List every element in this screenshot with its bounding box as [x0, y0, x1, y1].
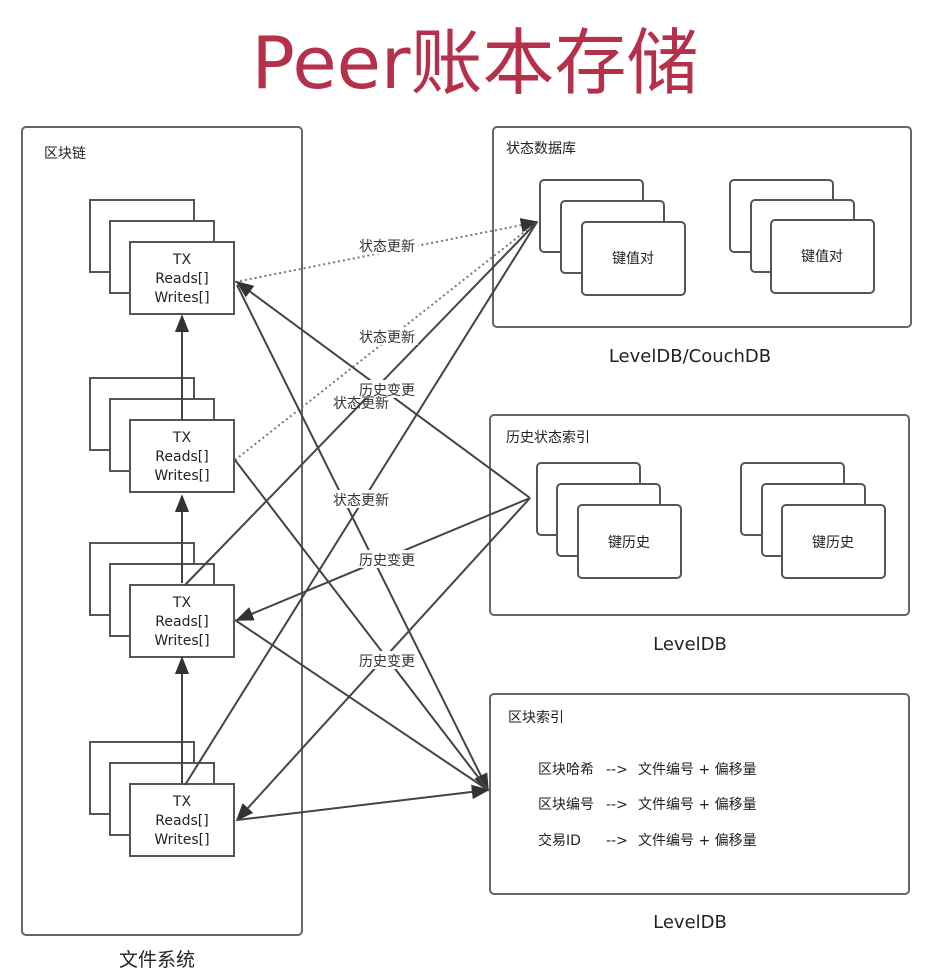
index-value: 文件编号 + 偏移量 [638, 762, 757, 778]
state-db-engine: LevelDB/CouchDB [609, 346, 771, 367]
index-row: 交易ID --> 文件编号 + 偏移量 [538, 832, 757, 849]
blockchain-label: 区块链 [44, 146, 86, 162]
index-key: 交易ID [538, 832, 581, 849]
index-key: 区块哈希 [538, 762, 594, 778]
block-stack: TX Reads[] Writes[] [89, 542, 235, 658]
block-stack: TX Reads[] Writes[] [89, 199, 235, 315]
filesystem-label: 文件系统 [119, 949, 195, 971]
index-value: 文件编号 + 偏移量 [638, 797, 757, 813]
index-key: 区块编号 [538, 797, 594, 813]
edge-labels: 状态更新 状态更新 历史变更 状态更新 状态更新 历史变更 历史变更 [330, 236, 418, 670]
index-arrow: --> [606, 762, 628, 778]
kv-label: 键值对 [612, 251, 654, 267]
index-arrow: --> [606, 833, 628, 849]
edge-label-history-change: 历史变更 [359, 654, 415, 670]
block-stack: TX Reads[] Writes[] [89, 741, 235, 857]
tx-box [129, 241, 235, 315]
key-history-label: 键历史 [812, 535, 854, 551]
edge-state-update [234, 221, 538, 461]
index-value: 文件编号 + 偏移量 [638, 833, 757, 849]
kv-stack: 键值对 [729, 179, 875, 294]
kv-stack: 键值对 [539, 179, 686, 296]
tx-line: TX [172, 595, 192, 611]
index-arrow: --> [606, 797, 628, 813]
block-index-engine: LevelDB [653, 912, 727, 933]
edge-block-index [234, 459, 489, 791]
tx-line: TX [172, 430, 192, 446]
edge-block-index [236, 784, 490, 821]
tx-line: Writes[] [154, 468, 209, 484]
tx-box [129, 783, 235, 857]
tx-line: Writes[] [154, 290, 209, 306]
key-history-label: 键历史 [608, 535, 650, 551]
edge-label-history-change: 历史变更 [359, 383, 415, 399]
edge-label-state-update: 状态更新 [359, 330, 415, 346]
index-row: 区块编号 --> 文件编号 + 偏移量 [538, 797, 757, 813]
tx-line: TX [172, 794, 192, 810]
index-row: 区块哈希 --> 文件编号 + 偏移量 [538, 762, 757, 778]
history-index-label: 历史状态索引 [506, 429, 590, 446]
key-history-stack: 键历史 [740, 462, 886, 579]
block-index-panel [489, 693, 910, 895]
edge-state-update [184, 221, 538, 586]
tx-line: Writes[] [154, 832, 209, 848]
history-index-engine: LevelDB [653, 634, 727, 655]
kv-label: 键值对 [801, 249, 843, 265]
tx-line: Reads[] [155, 449, 208, 465]
block-stack: TX Reads[] Writes[] [89, 377, 235, 493]
key-history-stack: 键历史 [536, 462, 682, 579]
blockchain-panel [21, 126, 303, 936]
tx-line: Reads[] [155, 614, 208, 630]
edge-label-state-update: 状态更新 [359, 239, 415, 255]
tx-line: Reads[] [155, 271, 208, 287]
tx-box [129, 584, 235, 658]
page-title: Peer账本存储 [251, 21, 698, 105]
edge-block-index [236, 284, 489, 792]
edges [174, 218, 539, 822]
block-index-label: 区块索引 [508, 709, 564, 726]
edge-label-state-update: 状态更新 [333, 493, 389, 509]
edge-state-update [234, 218, 539, 283]
tx-box [129, 419, 235, 493]
edge-label-state-update: 状态更新 [333, 396, 389, 412]
state-db-label: 状态数据库 [506, 141, 576, 157]
tx-line: TX [172, 252, 192, 268]
tx-line: Reads[] [155, 813, 208, 829]
tx-line: Writes[] [154, 633, 209, 649]
edge-block-index [234, 619, 489, 791]
state-db-panel [492, 126, 912, 328]
edge-label-history-change: 历史变更 [359, 553, 415, 569]
